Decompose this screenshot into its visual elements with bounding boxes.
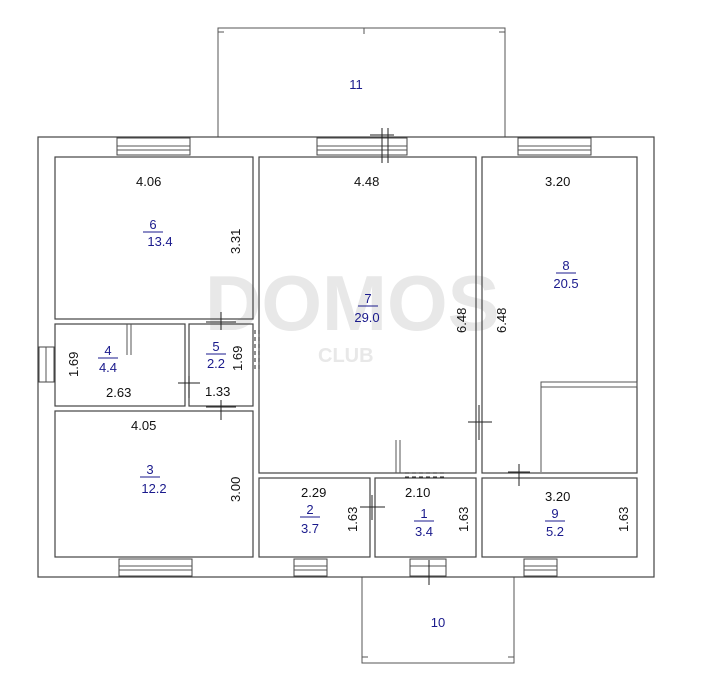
room-4-number: 4 <box>104 343 111 358</box>
window-room-1 <box>409 558 447 577</box>
room-9-height: 1.63 <box>616 507 631 532</box>
room-labels: 613.4 729.0 820.5 44.4 52.2 312.2 23.7 1… <box>98 77 579 630</box>
terrace-11-number: 11 <box>349 77 363 92</box>
room-9-outline <box>481 477 638 558</box>
room-8-width: 3.20 <box>545 174 570 189</box>
room-3-outline <box>54 410 254 558</box>
window-room-3 <box>118 558 193 577</box>
room-7-height: 6.48 <box>454 308 469 333</box>
room-4-label: 44.4 <box>98 343 118 375</box>
windows <box>38 137 592 577</box>
watermark-brand: DOMOS <box>205 259 500 347</box>
outer-walls <box>37 136 655 578</box>
room-7-area: 29.0 <box>354 310 379 325</box>
room-1-outline <box>374 477 477 558</box>
room-outlines <box>54 156 638 558</box>
room-3-area: 12.2 <box>141 481 166 496</box>
room-6-height: 3.31 <box>228 229 243 254</box>
porch-10-number: 10 <box>431 615 445 630</box>
room-7-outline <box>258 156 477 474</box>
room-5-label: 52.2 <box>206 339 226 371</box>
room-6-number: 6 <box>149 217 156 232</box>
room-2-area: 3.7 <box>301 521 319 536</box>
room-5-height: 1.69 <box>230 346 245 371</box>
window-room-9 <box>523 558 558 577</box>
room-5-area: 2.2 <box>207 356 225 371</box>
window-room-7 <box>316 137 408 156</box>
room-8-outline <box>481 156 638 474</box>
room-4-outline <box>54 323 186 407</box>
room-1-height: 1.63 <box>456 507 471 532</box>
room-6-area: 13.4 <box>147 234 172 249</box>
room-4-height: 1.69 <box>66 352 81 377</box>
room-8-label: 820.5 <box>553 258 578 291</box>
room-7-label: 729.0 <box>354 291 379 325</box>
room-5-number: 5 <box>212 339 219 354</box>
room-2-width: 2.29 <box>301 485 326 500</box>
room-8-area: 20.5 <box>553 276 578 291</box>
terrace-11 <box>217 27 506 137</box>
room-4-area: 4.4 <box>99 360 117 375</box>
room-9-label: 95.2 <box>545 506 565 539</box>
room-3-width: 4.05 <box>131 418 156 433</box>
room-8-number: 8 <box>562 258 569 273</box>
porch-10 <box>361 577 515 664</box>
room-2-number: 2 <box>306 502 313 517</box>
door-marks <box>178 128 530 585</box>
window-room-4 <box>38 346 55 383</box>
room-9-width: 3.20 <box>545 489 570 504</box>
room-2-label: 23.7 <box>300 502 320 536</box>
watermark: DOMOS CLUB <box>205 259 500 367</box>
room-4-width: 2.63 <box>106 385 131 400</box>
room-1-width: 2.10 <box>405 485 430 500</box>
room-2-height: 1.63 <box>345 507 360 532</box>
room-3-label: 312.2 <box>140 462 167 496</box>
room-2-outline <box>258 477 371 558</box>
room-7-width: 4.48 <box>354 174 379 189</box>
room-8-height: 6.48 <box>494 308 509 333</box>
room-9-number: 9 <box>551 506 558 521</box>
room-1-label: 13.4 <box>414 506 434 539</box>
window-room-6 <box>116 137 191 156</box>
room-3-number: 3 <box>146 462 153 477</box>
room-1-number: 1 <box>420 506 427 521</box>
room-9-area: 5.2 <box>546 524 564 539</box>
room-6-label: 613.4 <box>143 217 173 249</box>
room-7-number: 7 <box>364 291 371 306</box>
room-6-outline <box>54 156 254 320</box>
dimension-labels: 4.06 3.31 4.48 6.48 3.20 6.48 1.69 2.63 … <box>66 174 631 532</box>
room-5-width: 1.33 <box>205 384 230 399</box>
window-room-8 <box>517 137 592 156</box>
room-3-height: 3.00 <box>228 477 243 502</box>
room-6-width: 4.06 <box>136 174 161 189</box>
window-room-2 <box>293 558 328 577</box>
watermark-sub: CLUB <box>318 345 374 367</box>
room-1-area: 3.4 <box>415 524 433 539</box>
